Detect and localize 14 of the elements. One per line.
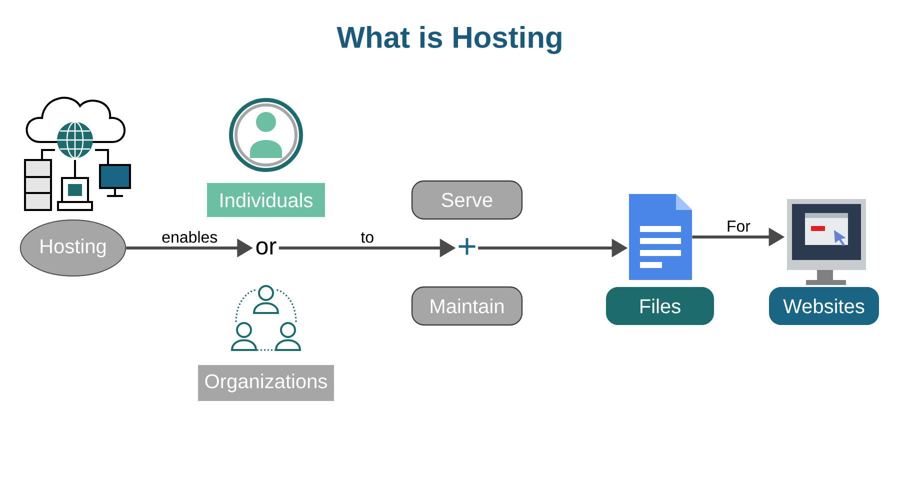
edge-label: to bbox=[360, 231, 376, 244]
label-box: Websites bbox=[769, 287, 879, 325]
label-box: Organizations bbox=[198, 365, 334, 401]
monitor-icon bbox=[787, 199, 866, 285]
edge-label: For bbox=[726, 220, 752, 233]
plus-sign: + bbox=[458, 238, 476, 255]
action-box: Serve bbox=[411, 180, 523, 220]
document-icon bbox=[629, 194, 692, 280]
action-box: Maintain bbox=[411, 286, 523, 326]
or-text: or bbox=[256, 241, 276, 255]
title: What is Hosting bbox=[336, 26, 562, 54]
edge-label: enables bbox=[160, 230, 219, 244]
label-box: Files bbox=[606, 287, 714, 325]
label-box: Individuals bbox=[207, 183, 325, 217]
